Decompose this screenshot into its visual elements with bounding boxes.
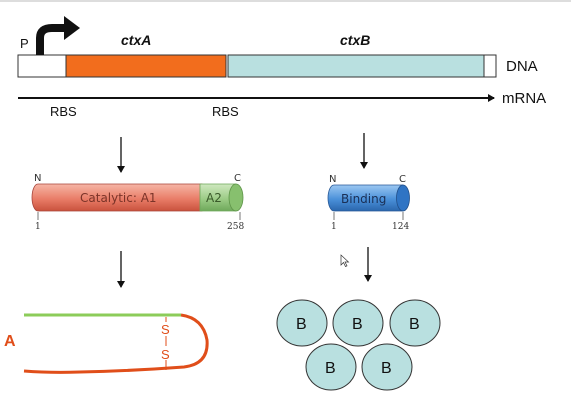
subunit-b-cylinder: Binding N C 1 124 (327, 174, 410, 232)
svg-text:B: B (381, 360, 392, 377)
promoter-label: P (20, 36, 29, 51)
b-domain (327, 184, 404, 212)
b-end-residue: 124 (392, 222, 409, 232)
ctxa-gene-label: ctxA (121, 32, 151, 48)
mrna-label: mRNA (502, 90, 546, 107)
ctxa-gene-bar (65, 54, 227, 78)
b-n-terminus: N (329, 174, 336, 185)
disulfide-s-1: S (161, 322, 170, 337)
mouse-cursor-icon (340, 254, 350, 267)
a1-label: Catalytic: A1 (80, 191, 157, 205)
a-end-residue: 258 (227, 222, 244, 232)
promoter-region (17, 54, 67, 78)
b-subunit-5: B (361, 343, 413, 391)
b-c-terminal-cap (396, 184, 410, 212)
promoter-arrow-icon (36, 24, 66, 55)
a-start-residue: 1 (35, 222, 41, 232)
b-subunit-4: B (305, 343, 357, 391)
a-c-terminus: C (234, 173, 241, 184)
a1-domain (31, 183, 203, 212)
folded-a-label: A (4, 333, 16, 350)
dna-end-region (483, 54, 497, 78)
b-pentamer: B B B B B (276, 299, 441, 391)
svg-text:B: B (352, 316, 363, 333)
promoter-arrowhead-icon (64, 16, 80, 40)
subunit-a-cylinder: Catalytic: A1 A2 N C 1 258 (31, 173, 244, 232)
disulfide-s-2: S (161, 347, 170, 362)
b-subunit-3: B (389, 299, 441, 347)
b-binding-label: Binding (341, 192, 386, 206)
a-c-terminal-cap (228, 183, 244, 212)
a2-label: A2 (206, 191, 222, 205)
b-start-residue: 1 (331, 222, 337, 232)
ctxb-gene-label: ctxB (340, 32, 370, 48)
b-subunit-1: B (276, 299, 328, 347)
svg-text:B: B (325, 360, 336, 377)
a1-chain (23, 313, 209, 374)
b-subunit-2: B (332, 299, 384, 347)
ctxb-gene-bar (227, 54, 485, 78)
dna-track: P ctxA ctxB DNA (17, 16, 538, 78)
svg-text:B: B (296, 316, 307, 333)
rbs-label-b: RBS (212, 104, 239, 119)
a-n-terminus: N (34, 173, 41, 184)
b-c-terminus: C (399, 174, 406, 185)
folded-a-subunit: S S A (4, 313, 209, 374)
mrna-track: mRNA RBS RBS (18, 90, 546, 119)
rbs-label-a: RBS (50, 104, 77, 119)
dna-label: DNA (506, 58, 538, 75)
svg-text:B: B (409, 316, 420, 333)
